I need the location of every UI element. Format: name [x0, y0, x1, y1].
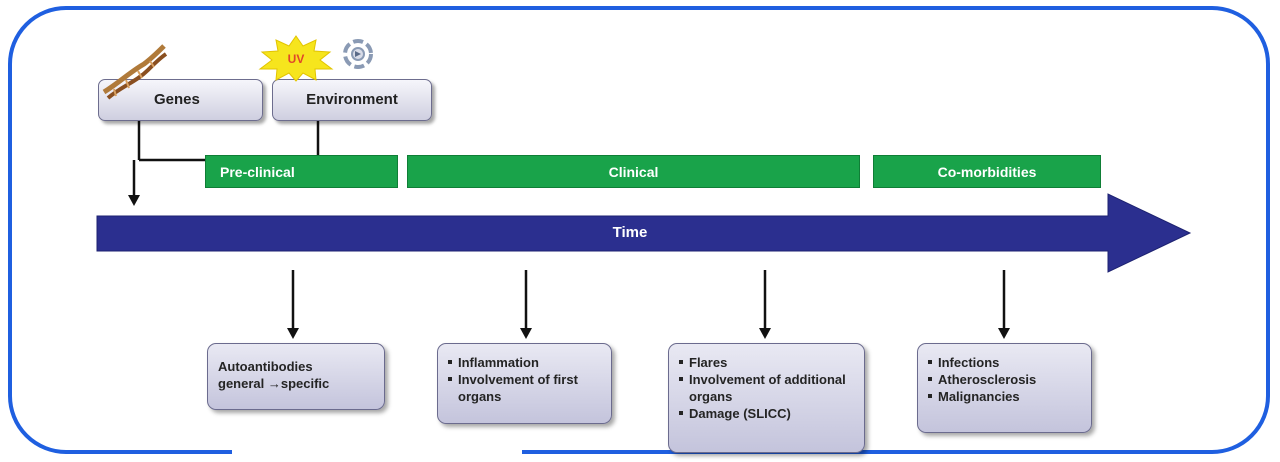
autoantibodies-box: Autoantibodies general →specific: [207, 343, 385, 410]
phase-comorbidities: Co-morbidities: [873, 155, 1101, 188]
box-line: Autoantibodies: [218, 359, 313, 374]
phase-clinical-label: Clinical: [608, 164, 659, 180]
time-label: Time: [612, 224, 648, 241]
comorbidities-box: Infections Atherosclerosis Malignancies: [917, 343, 1092, 433]
list-item: Infections: [928, 354, 1083, 371]
list-item: Damage (SLICC): [679, 405, 856, 422]
uv-sun-icon: UV: [258, 35, 334, 82]
list-item: Involvement of first organs: [448, 371, 603, 405]
frame-gap: [232, 448, 522, 462]
diagram-frame: [8, 6, 1270, 454]
phase-preclinical-label: Pre-clinical: [220, 164, 295, 180]
genes-label: Genes: [154, 91, 200, 108]
box-line: general →specific: [218, 376, 330, 391]
phase-down-arrows: [287, 270, 1010, 339]
environment-box: Environment: [272, 79, 432, 121]
phase-preclinical: Pre-clinical: [205, 155, 398, 188]
list-item: Atherosclerosis: [928, 371, 1083, 388]
time-arrow: [96, 193, 1192, 273]
uv-label: UV: [288, 52, 305, 66]
clinical-early-box: Inflammation Involvement of first organs: [437, 343, 612, 424]
list-item: Inflammation: [448, 354, 603, 371]
dna-icon: [102, 44, 168, 100]
environment-label: Environment: [306, 91, 398, 108]
recycle-icon: [343, 39, 373, 69]
clinical-late-box: Flares Involvement of additional organs …: [668, 343, 865, 453]
phase-comorbidities-label: Co-morbidities: [937, 164, 1037, 180]
list-item: Malignancies: [928, 388, 1083, 405]
phase-clinical: Clinical: [407, 155, 860, 188]
list-item: Involvement of additional organs: [679, 371, 856, 405]
list-item: Flares: [679, 354, 856, 371]
